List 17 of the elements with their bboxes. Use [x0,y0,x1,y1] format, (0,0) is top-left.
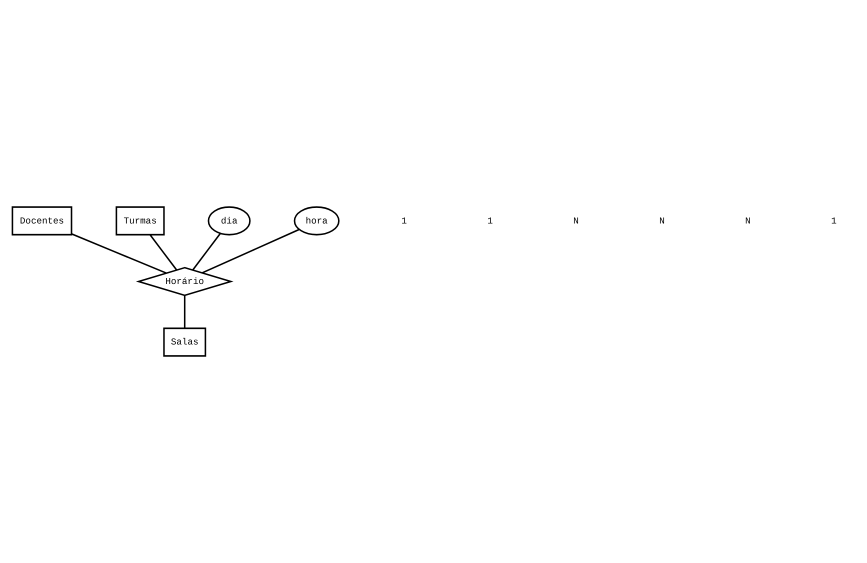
label: N [659,215,665,226]
node-diamond: Horário [136,266,234,296]
label: N [745,215,751,226]
connector [149,234,178,270]
label: 1 [401,215,407,226]
node-box: Turmas [116,206,165,236]
node-ellipse: dia [208,206,251,236]
label: N [573,215,579,226]
label: 1 [487,215,493,226]
node-box: Docentes [12,206,72,236]
connector [71,233,167,274]
label: 1 [831,215,837,226]
connector [192,233,221,270]
connector [202,228,300,274]
node-box: Salas [163,328,206,357]
connector [184,295,186,328]
node-ellipse: hora [294,206,340,236]
